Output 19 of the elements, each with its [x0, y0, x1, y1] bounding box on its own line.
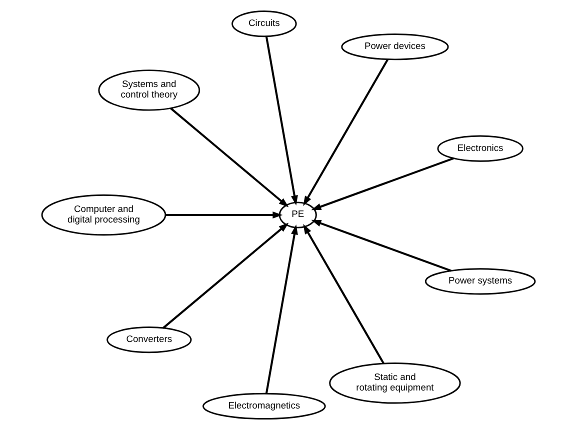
- arrow: [303, 58, 389, 206]
- arrow: [303, 224, 385, 364]
- node-ellipse: PE: [278, 201, 317, 228]
- node-ellipse: Computer and digital processing: [41, 194, 166, 236]
- node-ellipse: Power systems: [424, 268, 536, 294]
- arrow: [311, 156, 454, 210]
- arrow: [265, 224, 298, 394]
- node-ellipse: Power devices: [341, 33, 449, 60]
- node-ellipse: Systems and control theory: [98, 69, 200, 110]
- node-ellipse: Electronics: [437, 134, 524, 162]
- node-ellipse: Electromagnetics: [202, 392, 326, 420]
- node-ellipse: Static and rotating equipment: [329, 362, 461, 404]
- arrow: [170, 106, 289, 207]
- node-ellipse: Converters: [106, 326, 192, 353]
- node-ellipse: Circuits: [232, 10, 297, 37]
- arrow: [311, 219, 452, 272]
- arrow: [166, 211, 283, 218]
- arrow: [162, 222, 289, 328]
- arrow: [265, 36, 298, 205]
